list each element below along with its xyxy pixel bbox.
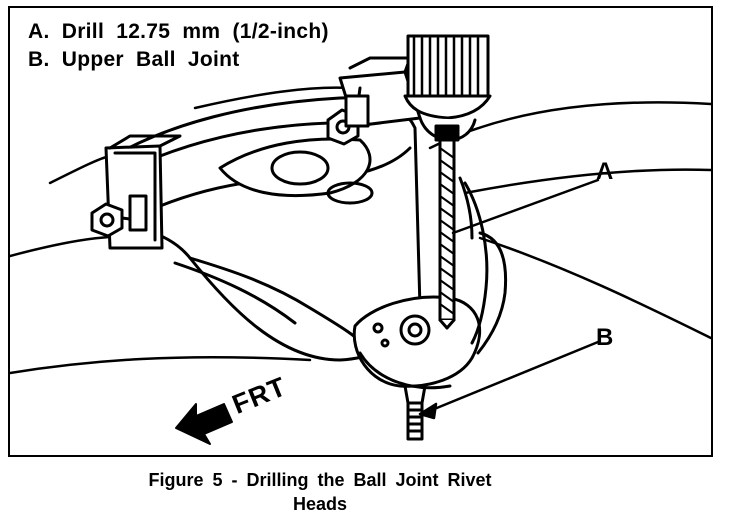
caption-line-2: Heads [292, 494, 348, 514]
figure-caption: Figure 5 - Drilling the Ball Joint Rivet… [0, 468, 640, 516]
caption-line-1: Figure 5 - Drilling the Ball Joint Rivet [148, 470, 492, 490]
bolt-left [90, 194, 148, 238]
side-housing [458, 176, 508, 355]
legend-item-b: B. Upper Ball Joint [28, 48, 240, 71]
ball-joint-stud [403, 384, 427, 441]
bolt-right [326, 94, 370, 146]
callout-b: B [596, 324, 614, 351]
leader-line-b [425, 340, 600, 414]
ball-joint-plate [352, 295, 482, 390]
legend: A. Drill 12.75 mm (1/2-inch) B. Upper Ba… [28, 18, 335, 74]
leader-arrowhead-b [418, 402, 438, 420]
legend-item-a: A. Drill 12.75 mm (1/2-inch) [28, 20, 329, 43]
ball-joint-illustration [10, 34, 711, 445]
drill-bit [438, 138, 456, 330]
drill-chuck [403, 34, 492, 142]
front-direction-arrow [175, 403, 233, 445]
leader-line-a [451, 178, 600, 235]
callout-a: A [596, 158, 614, 185]
leader-lines [418, 178, 600, 420]
figure-frame: A. Drill 12.75 mm (1/2-inch) B. Upper Ba… [8, 6, 713, 457]
